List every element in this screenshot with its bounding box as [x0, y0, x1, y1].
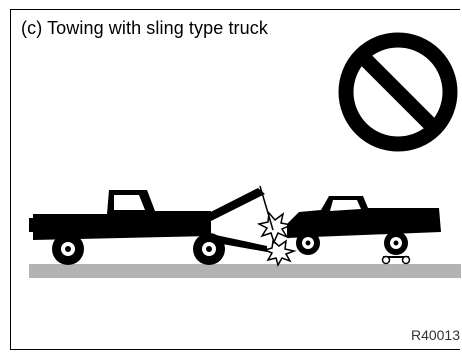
figure-code: R40013: [411, 327, 460, 343]
prohibition-sign-icon: [346, 40, 450, 144]
towed-pickup-icon: [287, 196, 441, 264]
ground-strip: [29, 264, 461, 278]
tow-truck-icon: [29, 188, 267, 265]
towing-illustration: [11, 10, 461, 351]
damage-burst-icon: [259, 213, 294, 265]
figure-frame: (c) Towing with sling type truck: [10, 9, 460, 350]
